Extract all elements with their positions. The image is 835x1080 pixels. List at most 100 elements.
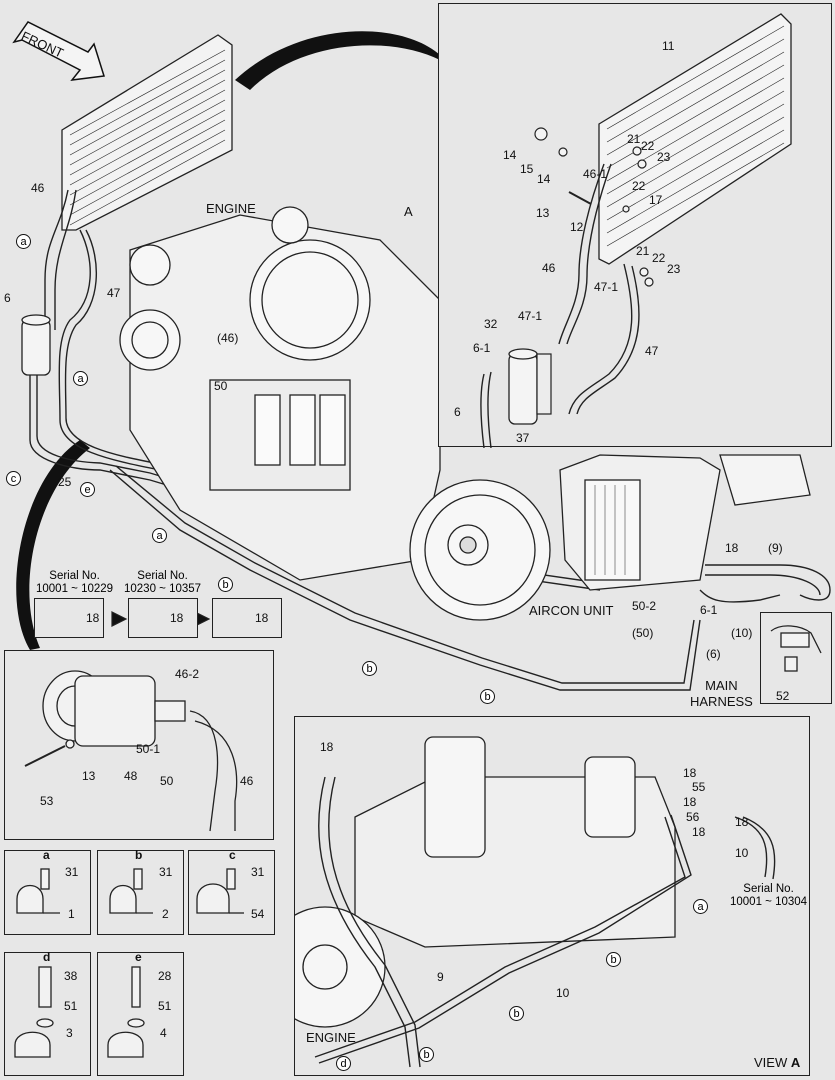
clamp-b-2: 2 bbox=[162, 907, 169, 921]
serial-left: Serial No.10001 ~ 10229 bbox=[36, 570, 114, 595]
engine-label-top: ENGINE bbox=[206, 201, 256, 216]
view-callout-56: 56 bbox=[686, 810, 700, 824]
hoses-right bbox=[699, 564, 831, 603]
callout-10p: (10) bbox=[731, 626, 753, 640]
clamp-c-54: 54 bbox=[251, 907, 265, 921]
inset-callout-37: 37 bbox=[516, 431, 530, 445]
front-arrow-icon bbox=[12, 21, 105, 81]
sweep-arc-left bbox=[16, 440, 90, 650]
clamp-e-51: 51 bbox=[158, 999, 172, 1013]
clamp-marker-b: b bbox=[480, 689, 495, 704]
inset-condenser-drawing bbox=[480, 13, 792, 448]
clamp-title-a: a bbox=[43, 848, 50, 862]
view-callout-10b: 10 bbox=[556, 986, 570, 1000]
inset-callout-15: 15 bbox=[520, 162, 534, 176]
serial-right: Serial No.10230 ~ 10357 bbox=[124, 570, 202, 595]
clamp-marker-e: e bbox=[80, 482, 95, 497]
clamp-title-c: c bbox=[229, 848, 236, 862]
callout-6p: (6) bbox=[706, 647, 721, 661]
inset-callout-32: 32 bbox=[484, 317, 498, 331]
callout-50-2: 50-2 bbox=[632, 599, 657, 613]
view-callout-10: 10 bbox=[735, 846, 749, 860]
inset-compressor bbox=[4, 650, 274, 840]
inset-callout-6: 6 bbox=[454, 405, 461, 419]
clamp-title-b: b bbox=[135, 848, 143, 862]
inset-callout-22b: 22 bbox=[632, 179, 646, 193]
inset-callout-23b: 23 bbox=[667, 262, 681, 276]
clamp-d-38: 38 bbox=[64, 969, 78, 983]
callout-46: 46 bbox=[31, 181, 45, 195]
engine-block bbox=[119, 206, 551, 621]
serial-view-a: Serial No.10001 ~ 10304 bbox=[730, 883, 808, 908]
clamp-variant-1 bbox=[34, 598, 104, 638]
engine-label-view: ENGINE bbox=[306, 1030, 356, 1045]
aircon-unit-label: AIRCON UNIT bbox=[529, 603, 614, 618]
callout-25: 25 bbox=[58, 475, 72, 489]
callout-47: 47 bbox=[107, 286, 121, 300]
callout-50p: (50) bbox=[632, 626, 654, 640]
inset-callout-23a: 23 bbox=[657, 150, 671, 164]
callout-18-v2: 18 bbox=[170, 611, 184, 625]
inset-callout-12: 12 bbox=[570, 220, 584, 234]
clamp-marker-b: b bbox=[218, 577, 233, 592]
comp-callout-46: 46 bbox=[240, 774, 254, 788]
inset-callout-46: 46 bbox=[542, 261, 556, 275]
clamp-e-28: 28 bbox=[158, 969, 172, 983]
inset-callout-13: 13 bbox=[536, 206, 550, 220]
callout-6-1: 6-1 bbox=[700, 603, 718, 617]
clamp-d-51: 51 bbox=[64, 999, 78, 1013]
clamp-box-d bbox=[4, 952, 91, 1076]
view-callout-18c: 18 bbox=[683, 795, 697, 809]
aircon-unit bbox=[559, 454, 811, 591]
inset-callout-22c: 22 bbox=[652, 251, 666, 265]
inset-callout-22a: 22 bbox=[641, 139, 655, 153]
harness-drawing bbox=[770, 625, 822, 672]
inset-callout-47-1a: 47-1 bbox=[594, 280, 619, 294]
clamp-variant-3 bbox=[212, 598, 282, 638]
callout-18-aircon: 18 bbox=[725, 541, 739, 555]
clamp-marker-a: a bbox=[152, 528, 167, 543]
clamp-box-e bbox=[97, 952, 184, 1076]
callout-46p: (46) bbox=[217, 331, 239, 345]
clamp-marker-d: d bbox=[336, 1056, 351, 1071]
inset-callout-14a: 14 bbox=[503, 148, 517, 162]
condenser-left bbox=[61, 34, 233, 231]
inset-main-harness bbox=[760, 612, 832, 704]
view-callout-9: 9 bbox=[437, 970, 444, 984]
view-callout-18e: 18 bbox=[735, 815, 749, 829]
clamp-title-e: e bbox=[135, 950, 142, 964]
receiver-drier-left bbox=[21, 314, 51, 376]
clamp-box-a bbox=[4, 850, 91, 935]
callout-50: 50 bbox=[214, 379, 228, 393]
compressor-drawing bbox=[24, 670, 238, 832]
clamp-a-31: 31 bbox=[65, 865, 79, 879]
clamp-marker-a: a bbox=[693, 899, 708, 914]
view-callout-55: 55 bbox=[692, 780, 706, 794]
clamp-c-31: 31 bbox=[251, 865, 265, 879]
main-harness-label: MAIN HARNESS bbox=[690, 678, 753, 709]
comp-callout-13: 13 bbox=[82, 769, 96, 783]
clamp-a-drawing bbox=[16, 868, 60, 914]
clamp-box-b bbox=[97, 850, 184, 935]
inset-callout-11: 11 bbox=[662, 39, 675, 53]
clamp-e-drawing bbox=[107, 966, 145, 1058]
inset-callout-6-1: 6-1 bbox=[473, 341, 491, 355]
clamp-variant-2 bbox=[128, 598, 198, 638]
callout-9p: (9) bbox=[768, 541, 783, 555]
callout-18-v3: 18 bbox=[255, 611, 269, 625]
clamp-marker-b: b bbox=[419, 1047, 434, 1062]
comp-callout-53: 53 bbox=[40, 794, 54, 808]
inset-callout-21b: 21 bbox=[636, 244, 650, 258]
clamp-box-c bbox=[188, 850, 275, 935]
clamp-d-drawing bbox=[14, 966, 54, 1058]
inset-condenser-detail bbox=[438, 3, 832, 448]
view-callout-18b: 18 bbox=[683, 766, 697, 780]
clamp-c-drawing bbox=[196, 868, 244, 914]
clamp-e-4: 4 bbox=[160, 1026, 167, 1040]
arrow-a-label: A bbox=[404, 204, 413, 219]
inset-callout-14b: 14 bbox=[537, 172, 551, 186]
comp-callout-50-1: 50-1 bbox=[136, 742, 161, 756]
clamp-a-1: 1 bbox=[68, 907, 75, 921]
